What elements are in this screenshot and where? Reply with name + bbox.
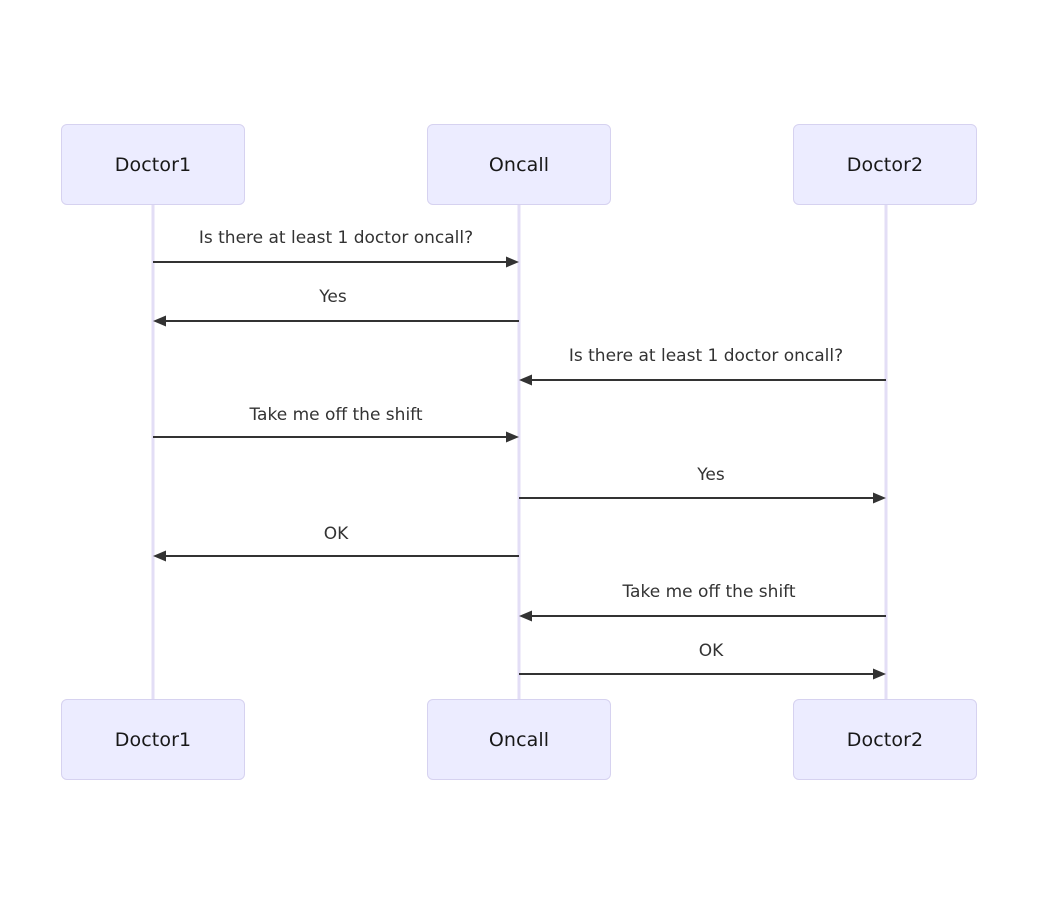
message-label-5: Yes	[697, 465, 725, 485]
message-label-2: Yes	[319, 287, 347, 307]
message-label-7: Take me off the shift	[622, 582, 796, 602]
participant-box-doctor2-top[interactable]: Doctor2	[793, 124, 977, 205]
message-label-4: Take me off the shift	[249, 405, 423, 425]
participant-box-doctor1-top[interactable]: Doctor1	[61, 124, 245, 205]
message-label-8: OK	[698, 641, 724, 661]
arrow-head-icon-7	[519, 610, 532, 622]
participant-box-doctor1-bottom[interactable]: Doctor1	[61, 699, 245, 780]
participant-box-doctor2-bottom[interactable]: Doctor2	[793, 699, 977, 780]
participant-box-oncall-top[interactable]: Oncall	[427, 124, 611, 205]
message-5[interactable]	[519, 492, 886, 504]
arrow-head-icon-2	[153, 315, 166, 327]
message-8[interactable]	[519, 668, 886, 680]
arrow-head-icon-8	[873, 668, 886, 680]
participant-label-doctor2-top: Doctor2	[846, 153, 924, 176]
participant-label-oncall-top: Oncall	[488, 153, 550, 176]
messages-group	[153, 256, 886, 680]
message-label-6: OK	[323, 524, 349, 544]
arrow-head-icon-4	[506, 431, 519, 443]
arrow-head-icon-3	[519, 374, 532, 386]
participant-label-doctor1-top: Doctor1	[114, 153, 192, 176]
arrow-head-icon-1	[506, 256, 519, 268]
participant-label-doctor1-bottom: Doctor1	[114, 728, 192, 751]
message-3[interactable]	[519, 374, 886, 386]
message-label-1: Is there at least 1 doctor oncall?	[198, 228, 474, 248]
arrow-head-icon-5	[873, 492, 886, 504]
message-6[interactable]	[153, 550, 519, 562]
lifelines-group	[151, 205, 888, 699]
message-1[interactable]	[153, 256, 519, 268]
participant-label-doctor2-bottom: Doctor2	[846, 728, 924, 751]
message-7[interactable]	[519, 610, 886, 622]
participant-box-oncall-bottom[interactable]: Oncall	[427, 699, 611, 780]
participant-label-oncall-bottom: Oncall	[488, 728, 550, 751]
arrow-head-icon-6	[153, 550, 166, 562]
message-label-3: Is there at least 1 doctor oncall?	[568, 346, 844, 366]
message-2[interactable]	[153, 315, 519, 327]
message-4[interactable]	[153, 431, 519, 443]
